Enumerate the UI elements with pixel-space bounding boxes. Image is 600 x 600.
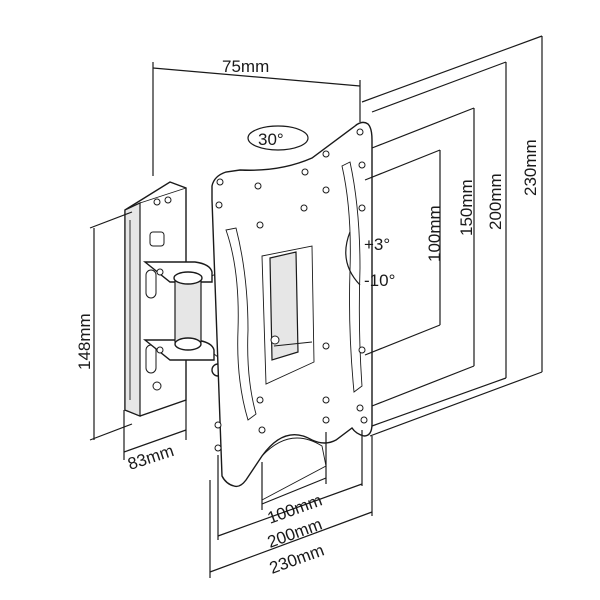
wall-plate-height-label: 148mm [75, 313, 94, 370]
tilt-arc [345, 231, 361, 286]
arm-extension-label: 75mm [222, 57, 269, 76]
vesa-v-100-label: 100mm [425, 205, 444, 262]
vesa-v-230-label: 230mm [521, 139, 540, 196]
horizontal-vesa-dimension-frames [209, 430, 373, 578]
swivel-label: 30° [258, 130, 284, 149]
swivel-indicator [247, 125, 309, 151]
tilt-down-label: -10° [364, 271, 395, 290]
wall-plate-dimensions [89, 211, 187, 460]
vesa-plate [211, 121, 373, 501]
vesa-v-150-label: 150mm [457, 179, 476, 236]
swivel-arm [143, 261, 225, 377]
arm-extension-dimension [152, 62, 361, 176]
tilt-up-label: +3° [364, 235, 390, 254]
wall-plate-width-label: 83mm [125, 441, 176, 474]
wall-plate [124, 181, 187, 417]
vesa-v-200-label: 200mm [486, 173, 505, 230]
vertical-vesa-dimension-frames [361, 35, 543, 437]
